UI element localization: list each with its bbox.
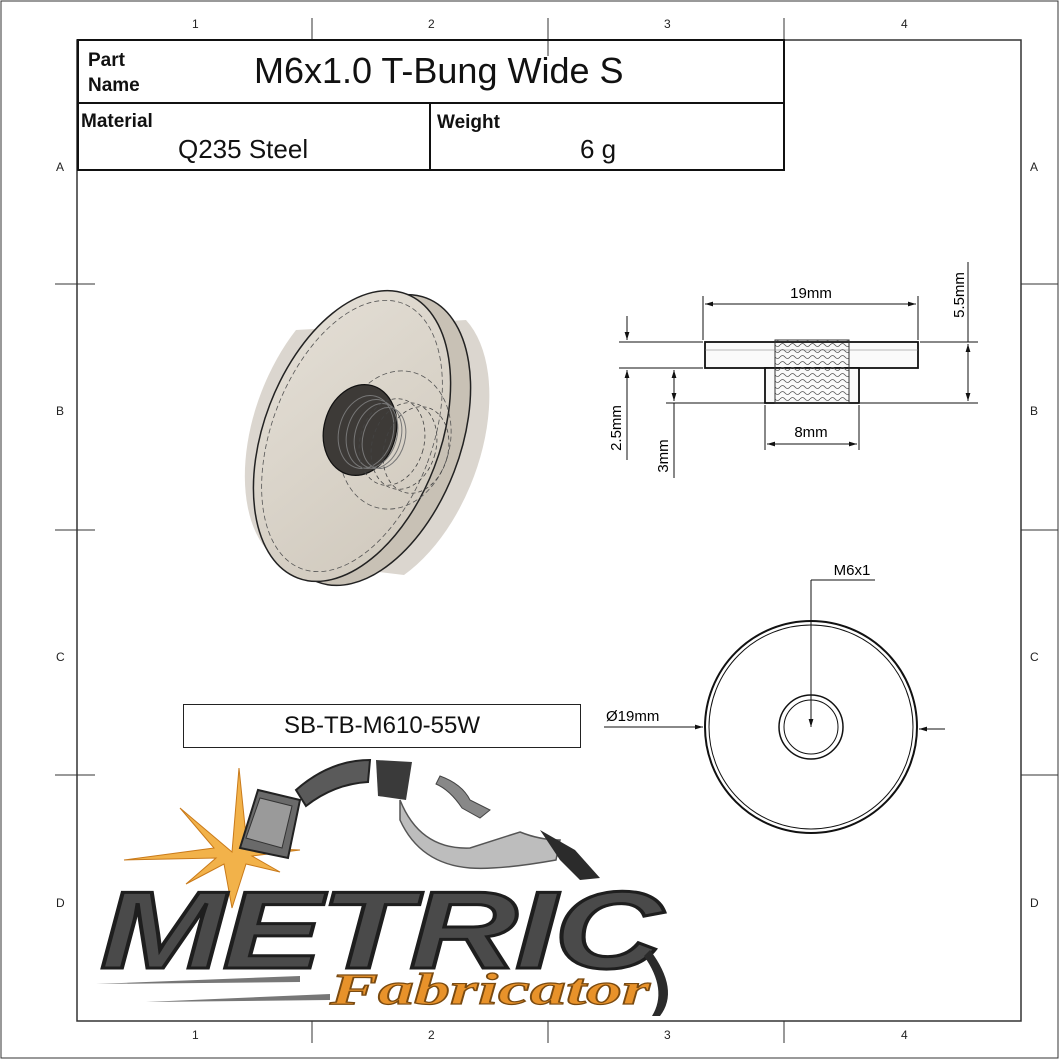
weight-value: 6 g [580,134,617,164]
dim-flange-width: 19mm [790,285,832,302]
zone-col-3-top: 3 [664,17,671,31]
dim-diameter: Ø19mm [606,708,659,725]
weight-label: Weight [437,112,500,133]
material-value: Q235 Steel [178,134,309,164]
zone-row-d-right: D [1030,896,1039,910]
zone-col-4-bottom: 4 [901,1028,908,1042]
zone-row-b-left: B [56,404,65,418]
part-name-label-line1: Part [88,50,125,71]
zone-row-a-left: A [56,160,65,174]
zone-col-1-top: 1 [192,17,199,31]
zone-col-2-bottom: 2 [428,1028,435,1042]
dim-thread: M6x1 [834,562,871,579]
zone-col-4-top: 4 [901,17,908,31]
dim-boss-height: 3mm [655,439,672,472]
isometric-view [244,289,490,587]
dim-overall-height: 5.5mm [951,272,968,318]
dim-flange-thickness: 2.5mm [608,405,625,451]
zone-col-1-bottom: 1 [192,1028,199,1042]
zone-row-d-left: D [56,896,65,910]
top-view: M6x1 Ø19mm [604,562,945,834]
zone-row-a-right: A [1030,160,1039,174]
zone-row-c-right: C [1030,650,1039,664]
welding-torch-icon [238,758,600,880]
part-number-box: SB-TB-M610-55W [183,704,581,748]
side-section-view: 19mm 8mm 5.5mm 2.5mm 3mm [608,262,978,478]
part-name-label-line2: Name [88,75,140,96]
part-number: SB-TB-M610-55W [283,712,481,739]
zone-col-2-top: 2 [428,17,435,31]
dim-boss-width: 8mm [794,424,827,441]
material-label: Material [81,111,153,132]
zone-row-b-right: B [1030,404,1039,418]
part-name: M6x1.0 T-Bung Wide S [254,50,624,91]
zone-col-3-bottom: 3 [664,1028,671,1042]
logo-word-fabricator: Fabricator [328,965,651,1014]
logo-word-metric: METRIC [100,869,665,992]
metric-fabricator-logo: METRIC Fabricator [96,758,668,1016]
zone-row-c-left: C [56,650,65,664]
title-block [77,39,785,171]
